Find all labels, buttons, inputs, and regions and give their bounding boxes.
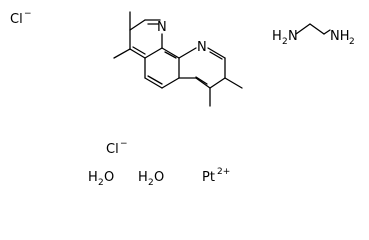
- bond-c8-c7: [209, 77, 226, 89]
- bond-n10-c9-double: [209, 51, 223, 60]
- en-bond-n1-c1: [295, 23, 311, 35]
- chloride-1-symbol: Cl: [10, 12, 23, 27]
- en-amine-1-n: N: [288, 29, 298, 44]
- phenanthroline-skeleton: [113, 11, 243, 107]
- methyl-bond-2: [113, 48, 131, 59]
- chloride-2-charge: −: [120, 139, 128, 149]
- bond-c2-c3: [129, 19, 146, 31]
- bond-c5-c6-double: [147, 75, 163, 85]
- en-bond-c1-c2: [309, 23, 325, 35]
- en-amine-1-subscript: 2: [282, 37, 288, 47]
- platinum-symbol: Pt: [202, 170, 215, 185]
- chloride-2-symbol: Cl: [106, 142, 119, 157]
- water-2-subscript: 2: [148, 178, 154, 188]
- en-amine-2-nh: NH: [330, 29, 350, 44]
- bond-c10b-c10a: [161, 47, 180, 59]
- water-1-subscript: 2: [98, 178, 104, 188]
- platinum-charge: 2+: [217, 167, 230, 177]
- chemical-structure: Cl − Cl − H 2 O H 2 O Pt 2+: [10, 9, 355, 188]
- bond-c7-c6b-double: [195, 76, 208, 85]
- phenanthroline-nitrogen-2: N: [197, 40, 207, 55]
- bond-c6-c6a: [161, 77, 180, 89]
- en-amine-2-subscript: 2: [349, 37, 355, 47]
- water-1-o: O: [104, 170, 114, 185]
- bond-c4-c4a-double: [132, 46, 146, 55]
- water-molecule-2: H 2 O: [138, 170, 164, 188]
- en-amine-1-h: H: [272, 29, 282, 44]
- bond-c10b-c10a-double: [164, 51, 177, 59]
- bond-c4-c4a: [129, 48, 146, 59]
- water-2-o: O: [154, 170, 164, 185]
- bond-c4a-c10b: [144, 47, 163, 59]
- en-bond-c2-n2: [323, 29, 331, 35]
- phenanthroline-nitrogen-1: N: [157, 20, 167, 35]
- water-molecule-1: H 2 O: [88, 170, 114, 188]
- water-1-h: H: [88, 170, 98, 185]
- chloride-1-charge: −: [24, 9, 32, 19]
- methyl-bond-3: [224, 77, 243, 89]
- platinum-ion: Pt 2+: [202, 167, 230, 185]
- bond-c10a-n10: [178, 47, 197, 59]
- bond-c5-c6: [144, 77, 163, 89]
- ethylenediamine: H 2 N NH 2: [272, 23, 355, 47]
- chloride-ion-1: Cl −: [10, 9, 32, 27]
- bond-n10-c9: [207, 47, 226, 59]
- chloride-ion-2: Cl −: [106, 139, 128, 157]
- bond-c7-c6b: [195, 77, 211, 89]
- water-2-h: H: [138, 170, 148, 185]
